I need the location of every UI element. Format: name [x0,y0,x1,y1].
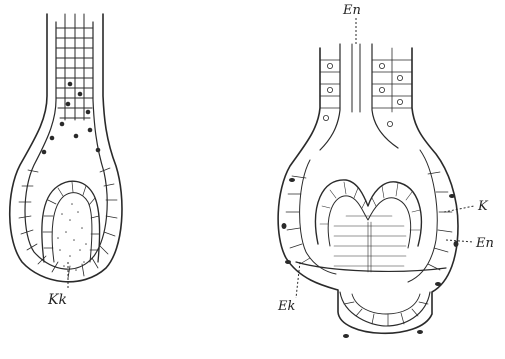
ek-leader [296,262,300,298]
left-epithelium-cells [19,168,117,278]
label-en-top: En [343,4,361,17]
left-inner-arch-inner [52,193,92,262]
label-en-right: En [476,237,494,250]
label-k: K [478,200,488,213]
left-stipple [57,203,87,271]
en-right-leader [446,240,474,242]
right-lateral-cells [286,172,452,270]
right-core-striations [334,216,406,272]
right-lateral-inner-r [408,150,437,282]
right-stalk-nuclei [323,63,402,126]
right-lower-cup-inner [352,294,420,314]
label-kk: Kk [48,293,67,307]
left-stalk-cells [56,14,93,120]
left-outer-wall [10,14,122,282]
right-specimen [278,18,474,338]
left-specimen [10,14,122,290]
right-outer-wall [278,48,458,333]
k-leader [444,206,474,212]
label-ek: Ek [278,300,295,313]
right-lateral-inner [300,160,336,274]
